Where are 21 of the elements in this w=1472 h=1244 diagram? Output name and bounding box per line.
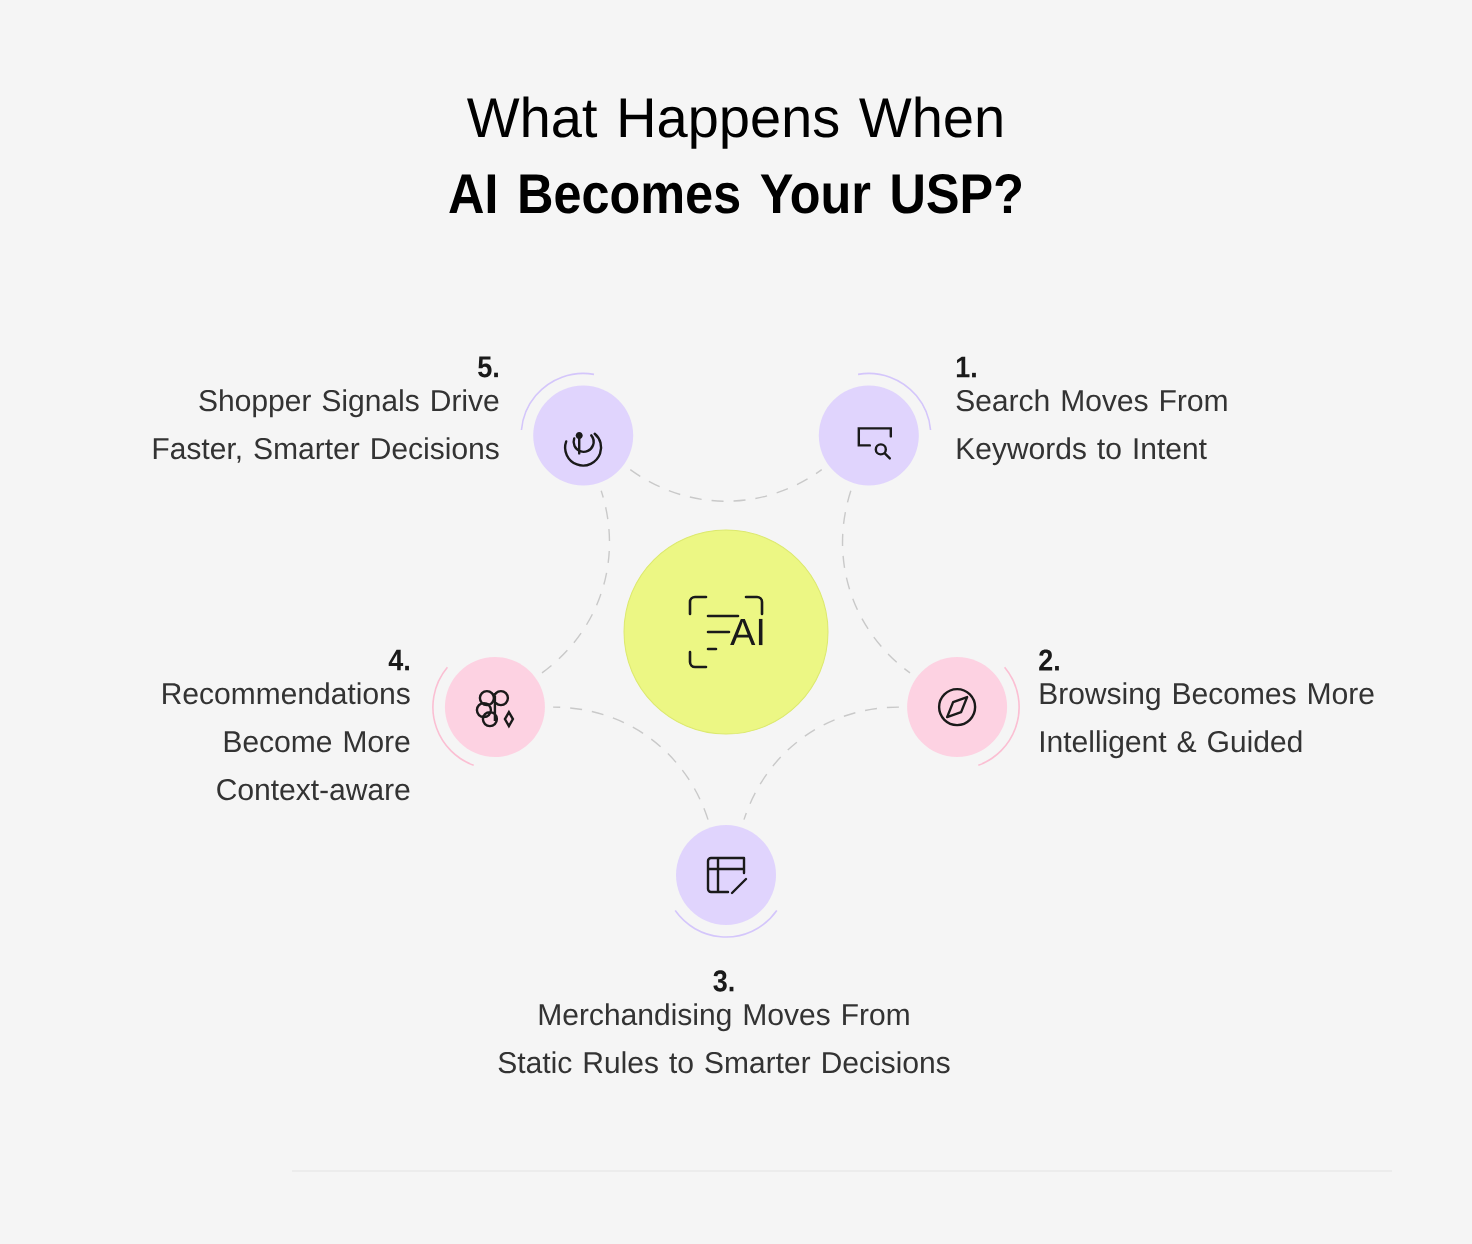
step-description: Browsing Becomes More Intelligent & Guided <box>1040 682 1374 759</box>
step-description: Merchandising Moves From Static Rules to Smarter Decisions <box>498 1003 950 1074</box>
step-description: Recommendations Become More Context-aware <box>163 682 410 801</box>
step-number: 4. <box>388 649 409 671</box>
step-number: 3. <box>713 970 734 992</box>
step-number: 2. <box>1039 649 1059 671</box>
step-description: Shopper Signals Drive Faster, Smarter Decisions <box>153 389 499 463</box>
dashed-arc <box>541 490 611 674</box>
step-description: Search Moves From Keywords to Intent <box>956 389 1227 466</box>
dashed-arc <box>743 706 900 821</box>
title: What Happens When AI Becomes Your USP? <box>449 96 1021 214</box>
dashed-arc <box>629 468 823 502</box>
icon-circle <box>676 825 776 925</box>
icon-circle <box>444 657 545 758</box>
icon-circle <box>907 657 1008 758</box>
icon-circle <box>818 385 919 486</box>
step-number: 1. <box>956 356 976 378</box>
icon-circle <box>533 385 634 486</box>
step-number: 5. <box>478 356 498 378</box>
dashed-arc <box>552 706 709 821</box>
dashed-arc <box>841 490 911 674</box>
